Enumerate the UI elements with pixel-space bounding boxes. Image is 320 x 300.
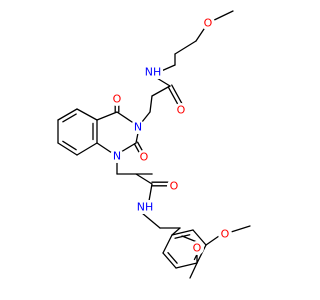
bond-phenyl-inner-3 (167, 252, 178, 264)
bond-nh-ch2 (141, 212, 161, 229)
atom-label-o-methoxypropyl: O (204, 17, 213, 30)
bond-n3-c2 (135, 132, 139, 144)
atom-o-c4-carbonyl: O (110, 92, 124, 106)
bond-n1-c8a (96, 142, 113, 154)
bond-amide-c-o-top-b (171, 84, 184, 106)
bond-ch2-ch2-c (149, 95, 153, 113)
bond-c4-n3 (116, 111, 133, 123)
bond-benzo-2 (57, 108, 78, 121)
atom-label-n3-ring: N (134, 121, 142, 134)
atom-o-methoxypropyl: O (201, 16, 215, 30)
bond-phenyl-3 (196, 244, 207, 264)
atom-o-c2-carbonyl: O (137, 150, 151, 164)
bond-phenyl-6 (162, 234, 173, 254)
bond-c-nh-bottom (148, 183, 153, 202)
atom-o-methoxy-meta: O (190, 241, 204, 255)
atom-n3-ring: N (131, 120, 145, 134)
bond-ch2-n3 (141, 111, 151, 123)
atom-label-o-amide-top: O (177, 104, 186, 117)
bond-c2-o-a (133, 143, 141, 154)
bond-phenyl-1 (171, 229, 194, 236)
bond-phenyl-2 (192, 229, 207, 246)
atom-o-amide-top: O (174, 103, 188, 117)
bond-c4a-c4 (96, 111, 118, 121)
molecule-drawing: O NH O O N O N (57, 10, 251, 279)
atom-nh-amide-top: NH (143, 65, 163, 79)
bond-amide-c-o-top-a (167, 86, 180, 108)
bond-phenyl-5 (162, 252, 177, 269)
bond-carbonyl-ch2 (151, 85, 171, 97)
bond-ch2-c (135, 173, 153, 185)
atom-label-n1-ring: N (113, 150, 121, 163)
bond-benzo-inner-1 (62, 113, 77, 123)
atom-nh-amide-bottom: NH (135, 200, 155, 214)
bond-phenyl-o-para (205, 235, 220, 246)
atom-label-o-methoxy-meta: O (193, 242, 202, 255)
atom-label-o-c4-carbonyl: O (113, 93, 122, 106)
bond-benzo-inner-2 (62, 140, 77, 151)
bond-ch2-aryl (171, 227, 181, 236)
bond-benzo-4 (57, 142, 78, 156)
bond-c2-n1 (120, 142, 137, 153)
atom-label-layer: O NH O O N O N (110, 16, 232, 255)
atom-n1-ring: N (110, 149, 124, 163)
atom-o-methoxy-para: O (218, 227, 232, 241)
atom-label-nh-amide-bottom: NH (137, 201, 154, 214)
bond-benzo-1 (76, 108, 98, 121)
bond-o-methyl-para (230, 225, 251, 233)
atom-label-o-acetamide: O (170, 180, 179, 193)
atom-o-acetamide: O (167, 179, 181, 193)
atom-label-o-c2-carbonyl: O (140, 151, 149, 164)
bond-c2-o-b (136, 141, 144, 152)
atom-label-o-methoxy-para: O (221, 228, 230, 241)
atom-label-nh-amide-top: NH (145, 66, 162, 79)
bond-ch2-ch2-a (174, 40, 197, 55)
bond-benzo-5 (76, 142, 98, 156)
bond-o-methyl-meta-stub (181, 235, 198, 243)
chemical-structure-diagram: O NH O O N O N (57, 10, 251, 279)
bond-phenyl-4 (175, 262, 198, 269)
bond-meta-methyl (189, 262, 198, 279)
